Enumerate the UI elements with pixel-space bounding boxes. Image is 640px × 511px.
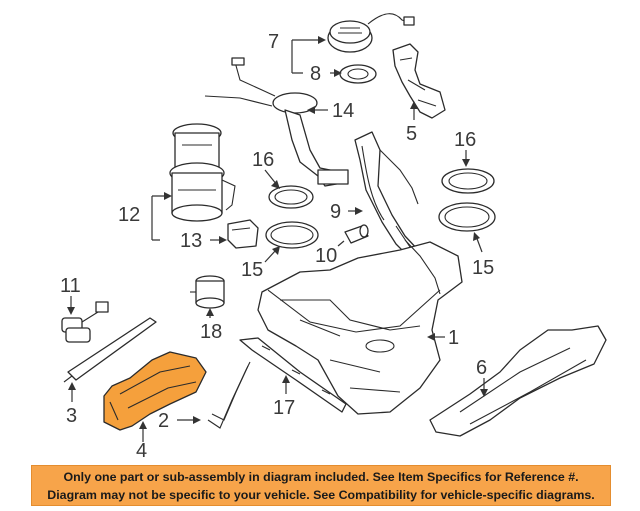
parts-diagram: 7 8 14 5 16 16 12 13 9 10 15 15 1 11 18 … xyxy=(60,13,607,462)
part-1-fuel-tank xyxy=(257,239,463,415)
part-14-sender-unit xyxy=(204,57,349,187)
callout-1: 1 xyxy=(448,327,459,349)
callout-11: 11 xyxy=(60,275,81,297)
leader-lines xyxy=(67,36,488,442)
disclaimer-line-1: Only one part or sub-assembly in diagram… xyxy=(63,469,579,484)
part-15-seal-left xyxy=(265,221,319,249)
part-13-bracket xyxy=(227,219,259,249)
part-5-bracket xyxy=(392,43,446,119)
part-2-strap xyxy=(207,361,251,429)
highlighted-part xyxy=(103,351,207,431)
callout-9: 9 xyxy=(330,201,341,223)
callout-4: 4 xyxy=(136,440,147,462)
callout-15-right: 15 xyxy=(472,257,494,279)
part-11-valve xyxy=(61,301,109,343)
callout-labels: 7 8 14 5 16 16 12 13 9 10 15 15 1 11 18 … xyxy=(60,31,494,462)
part-16-lock-ring-left xyxy=(268,185,314,209)
callout-16-left: 16 xyxy=(252,149,274,171)
part-3-strap xyxy=(63,317,157,383)
part-4-heat-shield xyxy=(103,351,207,431)
disclaimer-banner: Only one part or sub-assembly in diagram… xyxy=(31,465,611,506)
callout-6: 6 xyxy=(476,357,487,379)
callout-14: 14 xyxy=(332,100,354,122)
callout-17: 17 xyxy=(273,397,295,419)
callout-7: 7 xyxy=(268,31,279,53)
part-17-rail xyxy=(239,337,347,413)
callout-13: 13 xyxy=(180,230,202,252)
callout-15-left: 15 xyxy=(241,259,263,281)
part-18-filter xyxy=(190,275,225,309)
part-16-lock-ring-right xyxy=(441,168,495,194)
callout-16-right: 16 xyxy=(454,129,476,151)
callout-8: 8 xyxy=(310,63,321,85)
part-6-heat-shield xyxy=(429,325,607,437)
callout-18: 18 xyxy=(200,321,222,343)
callout-3: 3 xyxy=(66,405,77,427)
callout-10: 10 xyxy=(315,245,337,267)
part-8-seal-ring xyxy=(339,64,377,84)
callout-12: 12 xyxy=(118,204,140,226)
part-15-seal-right xyxy=(438,202,496,232)
part-12-fuel-pump-module xyxy=(169,123,236,222)
callout-2: 2 xyxy=(158,410,169,432)
part-9-filler-neck xyxy=(354,131,421,259)
part-7-filler-cap xyxy=(327,13,415,53)
callout-5: 5 xyxy=(406,123,417,145)
part-10-cylinder xyxy=(344,224,369,244)
disclaimer-line-2: Diagram may not be specific to your vehi… xyxy=(47,487,595,502)
